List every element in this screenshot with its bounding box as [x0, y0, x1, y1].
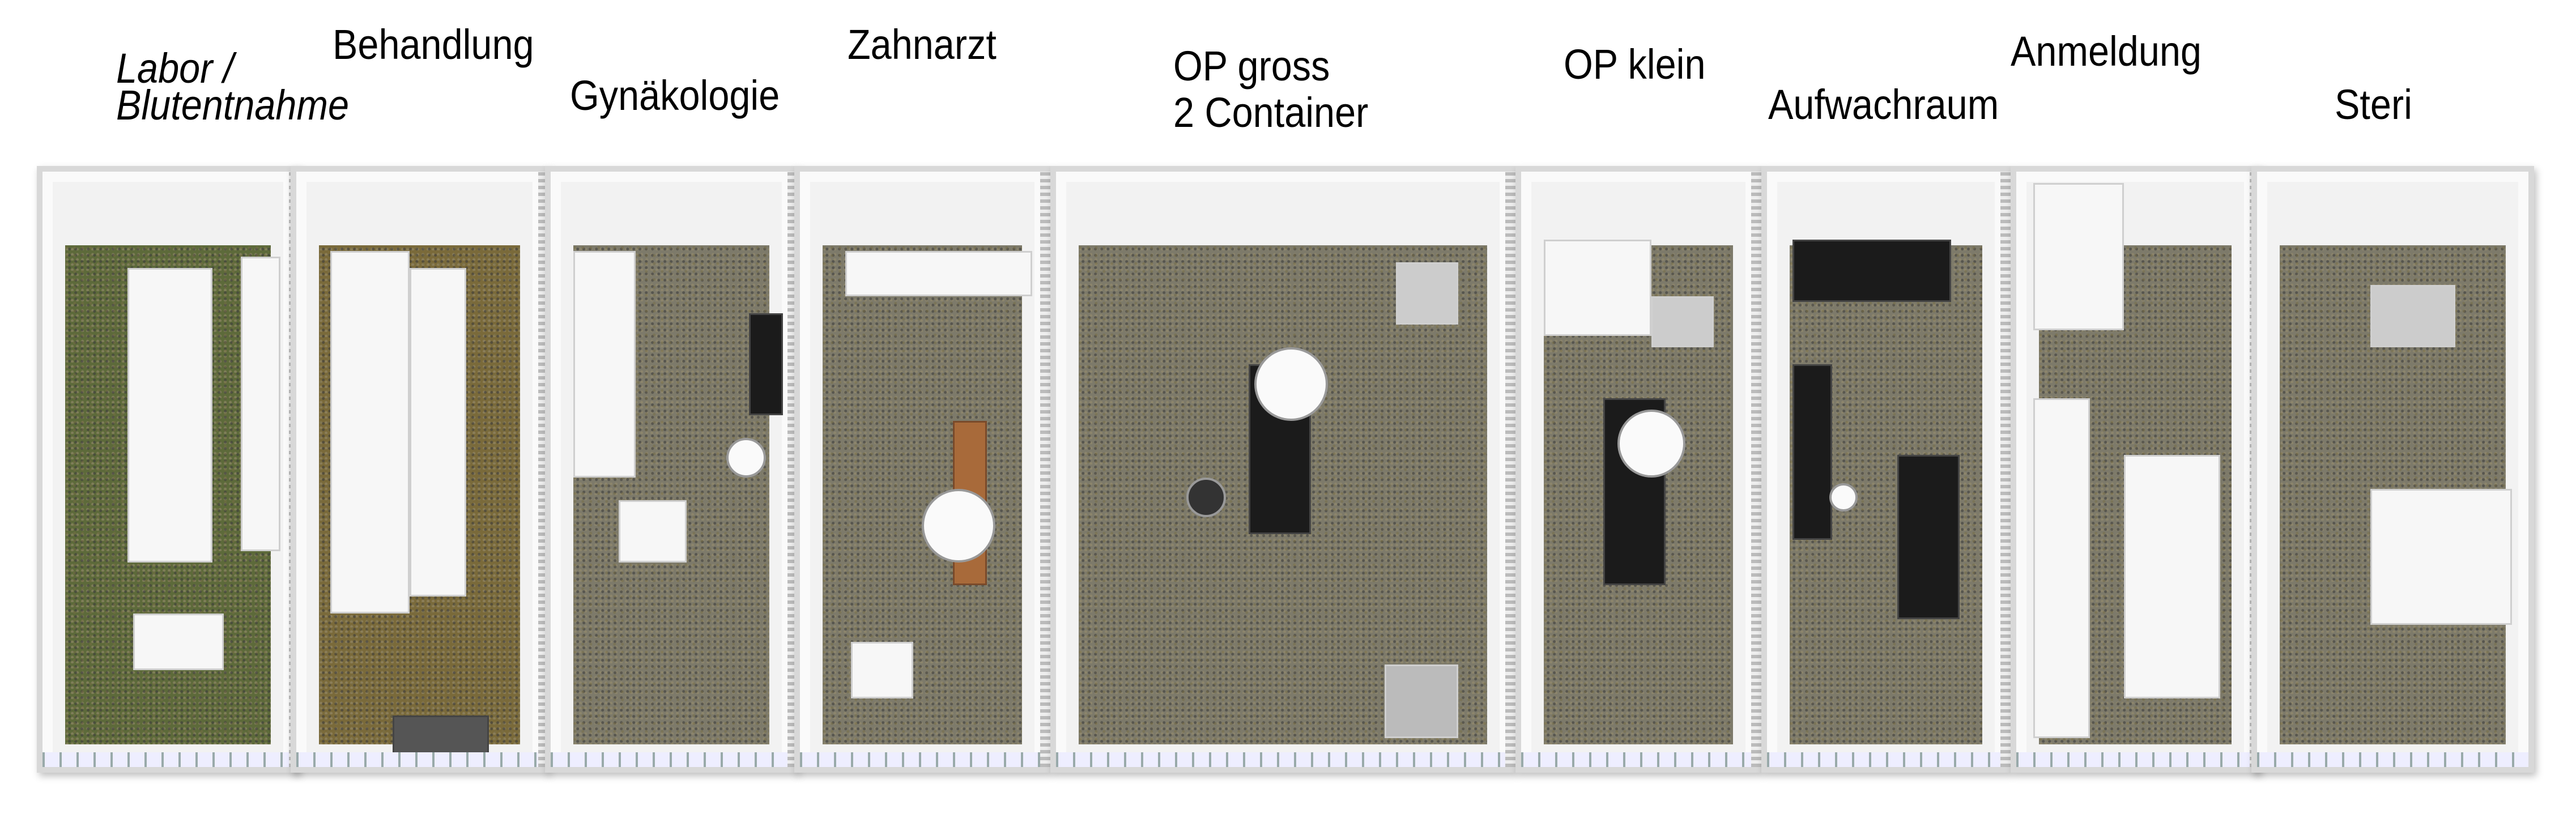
bed: [1792, 364, 1832, 540]
bed: [1792, 240, 1951, 302]
cabinet-row: [573, 251, 636, 478]
room-aufwachraum: [1761, 166, 2013, 773]
glass-front: [42, 752, 293, 767]
glass-front: [1521, 752, 1756, 767]
glass-front: [800, 752, 1045, 767]
dental-lamp: [922, 489, 995, 563]
room-anmeldung: [2011, 166, 2262, 773]
counter: [845, 251, 1032, 296]
label-gynaekologie: Gynäkologie: [570, 72, 780, 119]
label-zahnarzt: Zahnarzt: [848, 21, 997, 68]
instrument-cart: [1385, 664, 1458, 738]
label-aufwachraum: Aufwachraum: [1768, 81, 1999, 128]
label-anmeldung: Anmeldung: [2011, 28, 2202, 75]
glass-front: [296, 752, 543, 767]
desk: [619, 500, 687, 563]
surgical-lamp: [1617, 410, 1685, 478]
glass-front: [1056, 752, 1510, 767]
monitor-cart: [1396, 262, 1458, 325]
bed: [1897, 455, 1960, 619]
lab-counter: [127, 268, 212, 563]
container-wall: [1040, 172, 1053, 767]
room-op-gross: [1050, 166, 1518, 773]
container-wall: [1505, 172, 1518, 767]
stool: [726, 438, 766, 478]
sterilization-unit: [2370, 489, 2512, 625]
label-blutentnahme: Blutentnahme: [116, 82, 349, 129]
room-steri: [2251, 166, 2534, 773]
room-gynaekologie: [545, 166, 800, 773]
sterilizer: [2370, 285, 2455, 347]
counter: [2033, 398, 2090, 738]
room-op-klein: [1515, 166, 1764, 773]
label-op-gross: OP gross: [1173, 42, 1330, 90]
wc-cabin: [2033, 183, 2124, 330]
glass-front: [2257, 752, 2528, 767]
monitor-cart: [1651, 296, 1714, 347]
label-op-gross-containers: 2 Container: [1173, 89, 1369, 136]
glass-front: [1767, 752, 2005, 767]
room-behandlung: [291, 166, 551, 773]
cabinet: [1544, 240, 1651, 336]
stool: [1186, 478, 1226, 517]
reception-desk: [2124, 455, 2220, 698]
cabinet-row: [410, 268, 466, 597]
label-op-klein: OP klein: [1564, 41, 1706, 88]
desk: [133, 614, 224, 670]
gyn-chair: [749, 313, 783, 415]
stool: [1829, 483, 1858, 512]
glass-front: [2016, 752, 2254, 767]
room-zahnarzt: [794, 166, 1053, 773]
room-labor: [37, 166, 301, 773]
surgical-lamp: [1254, 347, 1328, 421]
container-wall: [2000, 172, 2013, 767]
cabinet-row: [330, 251, 410, 614]
cabinet: [851, 642, 913, 698]
wall-cabinet: [241, 257, 280, 551]
label-behandlung: Behandlung: [333, 21, 534, 68]
label-steri: Steri: [2335, 81, 2412, 128]
glass-front: [551, 752, 792, 767]
label-labor: Labor /: [116, 45, 234, 92]
container-wall: [1751, 172, 1764, 767]
